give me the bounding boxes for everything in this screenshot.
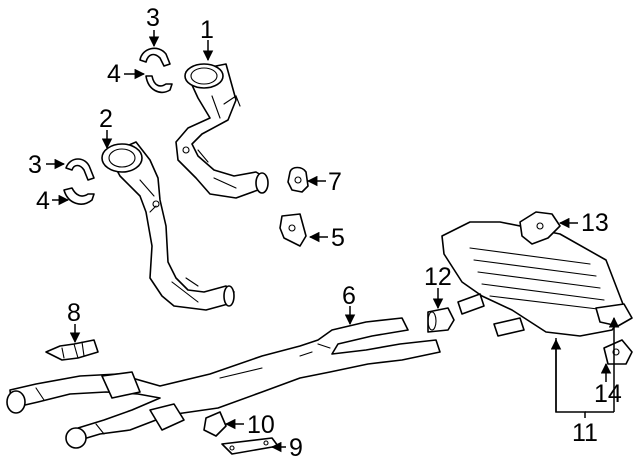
callout-6: 6 bbox=[342, 282, 356, 310]
callout-1: 1 bbox=[200, 16, 214, 44]
callout-12: 12 bbox=[424, 263, 452, 291]
hanger bbox=[287, 166, 309, 193]
bracket bbox=[279, 213, 307, 247]
callout-2: 2 bbox=[99, 105, 113, 133]
callout-11: 11 bbox=[572, 419, 598, 447]
callout-labels: 1 2 3 4 3 4 5 6 7 8 9 10 11 12 13 14 bbox=[28, 4, 622, 462]
clamp-upper-bottom bbox=[145, 75, 173, 94]
callout-9: 9 bbox=[289, 434, 303, 462]
clamp-upper-top bbox=[139, 47, 171, 67]
catalytic-converter-left bbox=[101, 141, 235, 311]
muffler-assembly bbox=[441, 221, 633, 337]
heat-shield-strap bbox=[221, 437, 279, 455]
callout-3-lower: 3 bbox=[28, 151, 42, 179]
callout-7: 7 bbox=[328, 168, 342, 196]
oxygen-sensor bbox=[45, 339, 99, 361]
callout-5: 5 bbox=[331, 224, 345, 252]
callout-14: 14 bbox=[594, 380, 622, 408]
clamp-lower-bottom bbox=[63, 187, 95, 205]
callout-8: 8 bbox=[67, 299, 81, 327]
callout-13: 13 bbox=[581, 209, 609, 237]
callout-4-upper: 4 bbox=[107, 60, 121, 88]
callout-10: 10 bbox=[247, 411, 275, 439]
muffler-clamp bbox=[427, 307, 455, 333]
callout-4-lower: 4 bbox=[36, 187, 50, 215]
clamp-lower-top bbox=[65, 158, 95, 181]
isolator bbox=[203, 411, 227, 437]
valve-bracket bbox=[519, 211, 561, 245]
callout-3-upper: 3 bbox=[146, 4, 160, 32]
leader-lines bbox=[46, 30, 620, 453]
valve-actuator bbox=[603, 339, 633, 365]
catalytic-converter-right bbox=[175, 63, 269, 199]
intermediate-pipe bbox=[6, 317, 441, 449]
